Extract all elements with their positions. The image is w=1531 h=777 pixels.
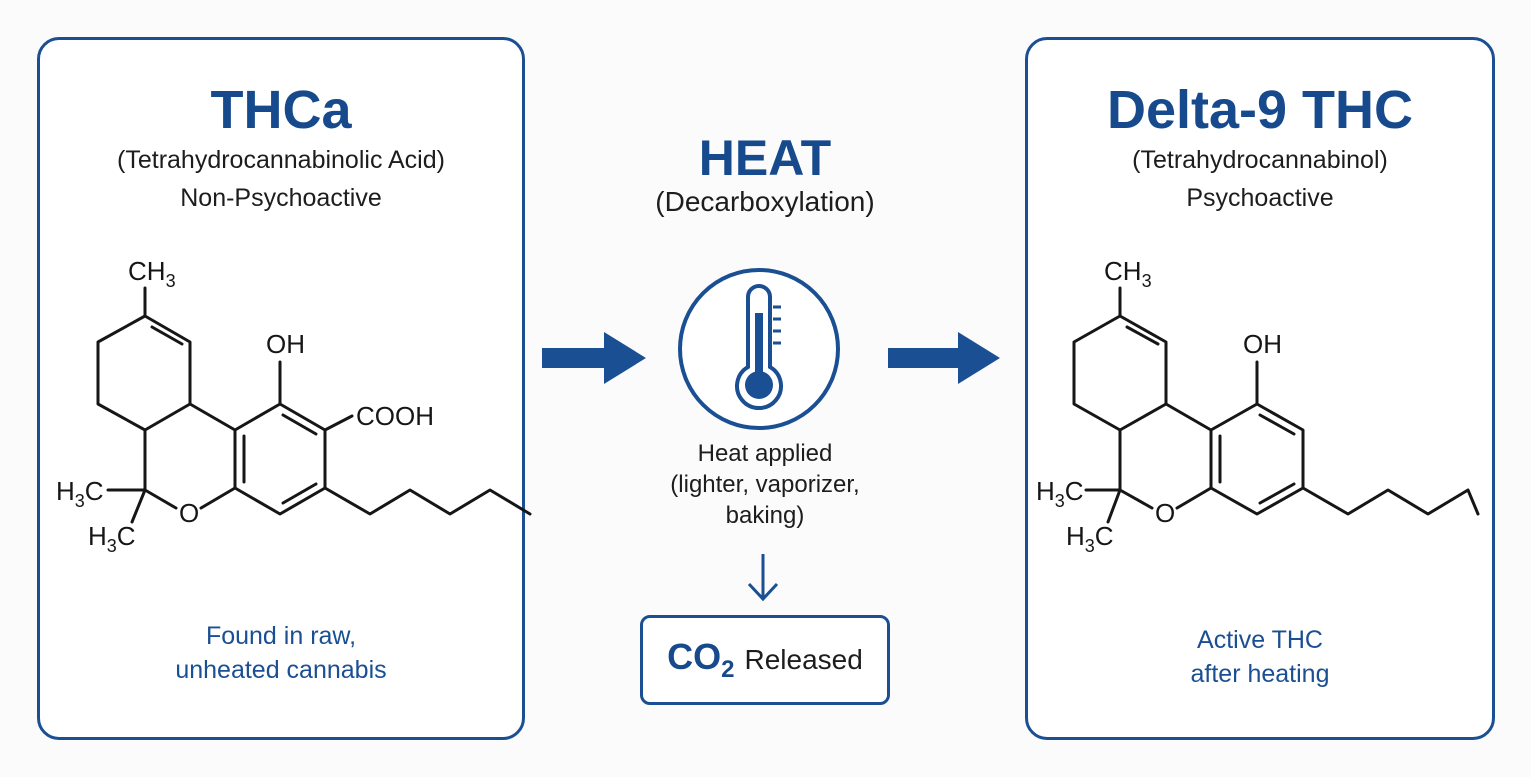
arrow-down-icon [747,554,779,602]
thca-property: Non-Psychoactive [180,184,382,212]
heat-title: HEAT [698,130,832,186]
delta9-property: Psychoactive [1186,184,1334,212]
thca-note-line2: unheated cannabis [175,656,387,684]
thca-bonds [96,286,532,524]
thca-oh-label: OH [266,329,305,359]
arrow-right-icon [888,332,1000,384]
thca-note-line1: Found in raw, [205,622,357,650]
delta9-oxygen-label: O [1155,498,1175,528]
thca-ch3-label: CH3 [128,256,176,291]
thca-h3c-lower-label: H3C [88,521,136,556]
thca-atom-labels: CH3 OH COOH H3C H3C O [56,256,434,556]
delta9-atom-labels: CH3 OH H3C H3C O [1036,256,1282,556]
thca-card: THCa (Tetrahydrocannabinolic Acid) Non-P… [37,37,525,740]
heat-desc-line2: (lighter, vaporizer, [670,471,860,498]
delta9-note-line1: Active THC [1197,626,1323,654]
thca-note: Found in raw, unheated cannabis [40,619,522,687]
heat-subtitle: (Decarboxylation) [655,186,875,217]
heat-desc-line1: Heat applied [697,440,833,467]
heat-desc-line3: baking) [725,502,805,529]
thca-oxygen-label: O [179,498,199,528]
heat-description: Heat applied (lighter, vaporizer, baking… [600,438,930,531]
delta9-full-name: (Tetrahydrocannabinol) [1132,146,1388,174]
delta9-h3c-upper-label: H3C [1036,476,1084,511]
co2-formula: CO2 [667,635,735,684]
co2-released-box: CO2 Released [640,615,890,705]
co2-label: Released [744,644,863,675]
delta9-bonds [1072,286,1480,524]
delta9-oh-label: OH [1243,329,1282,359]
delta9-h3c-lower-label: H3C [1066,521,1114,556]
delta9-title: Delta-9 THC [1106,80,1414,140]
thermometer-icon [678,268,840,430]
delta9-card: Delta-9 THC (Tetrahydrocannabinol) Psych… [1025,37,1495,740]
delta9-ch3-label: CH3 [1104,256,1152,291]
delta9-note: Active THC after heating [1028,623,1492,691]
delta9-note-line2: after heating [1190,660,1330,688]
thca-title: THCa [210,80,352,140]
thca-full-name: (Tetrahydrocannabinolic Acid) [117,146,445,174]
arrow-right-icon [542,332,646,384]
thca-cooh-label: COOH [356,401,434,431]
thca-h3c-upper-label: H3C [56,476,104,511]
